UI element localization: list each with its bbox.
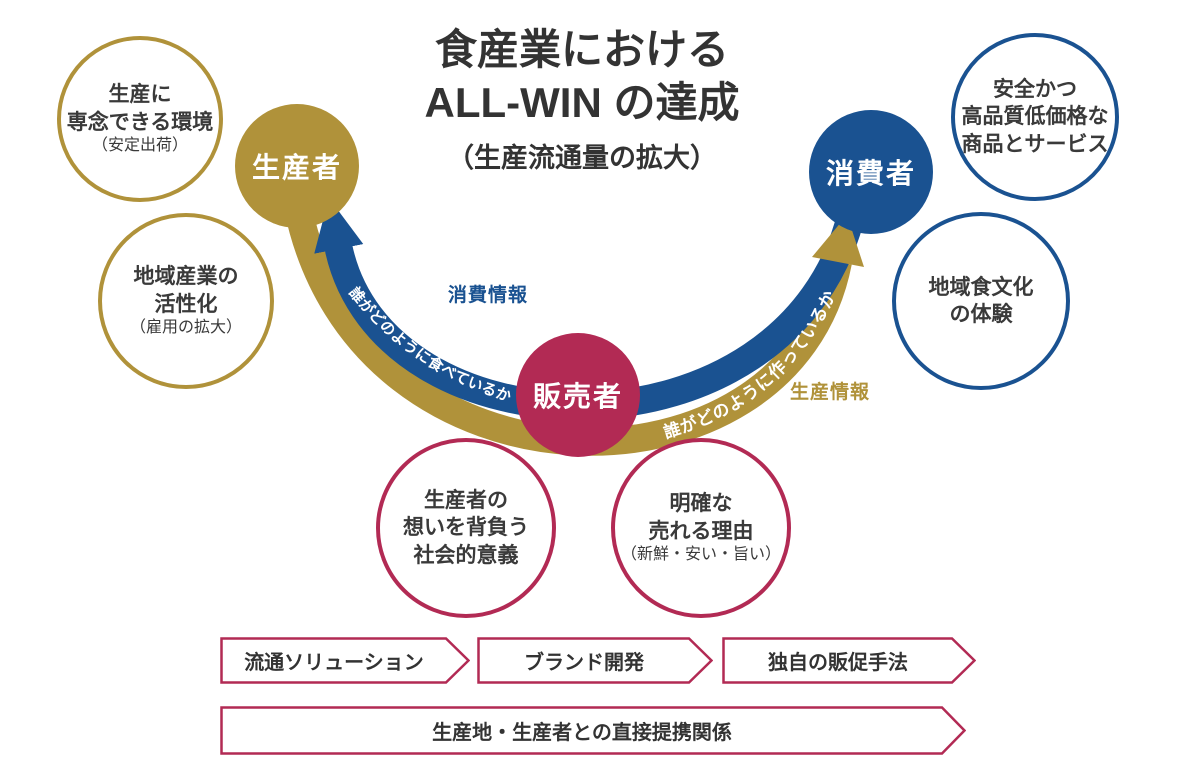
banner-distribution-solution: 流通ソリューション bbox=[220, 637, 470, 684]
benefit-line: 明確な bbox=[669, 492, 733, 516]
actor-circle-consumer: 消費者 bbox=[809, 110, 933, 234]
banner-arrow-shape bbox=[722, 637, 976, 684]
banner-arrow-shape bbox=[220, 706, 966, 755]
benefit-circle-producer-environment: 生産に 専念できる環境 （安定出荷） bbox=[57, 36, 223, 202]
benefit-line: 地域食文化 bbox=[928, 275, 1034, 299]
actor-circle-seller: 販売者 bbox=[516, 333, 640, 457]
title-line-1: 食産業における bbox=[434, 26, 729, 73]
benefit-line: 活性化 bbox=[154, 292, 218, 316]
benefit-line: 地域産業の bbox=[133, 265, 239, 289]
benefit-line: 生産に bbox=[108, 83, 172, 107]
benefit-note: （雇用の拡大） bbox=[129, 318, 242, 336]
benefit-line: 安全かつ bbox=[993, 78, 1077, 102]
consumer-info-label: 消費情報 bbox=[448, 285, 529, 306]
banner-arrow-shape bbox=[477, 637, 713, 684]
banner-arrow-shape bbox=[220, 637, 470, 684]
banner-label: 独自の販促手法 bbox=[768, 652, 908, 674]
production-info-label: 生産情報 bbox=[790, 382, 871, 403]
benefit-circle-selling-reason: 明確な 売れる理由 （新鮮・安い・旨い） bbox=[611, 438, 791, 618]
benefit-circle-consumer-quality: 安全かつ 高品質低価格な 商品とサービス bbox=[951, 33, 1119, 201]
benefit-line: 商品とサービス bbox=[961, 132, 1109, 156]
benefit-note: （新鮮・安い・旨い） bbox=[620, 545, 781, 563]
title-line-2: ALL-WIN の達成 bbox=[424, 78, 740, 126]
benefit-line: 売れる理由 bbox=[648, 519, 754, 543]
benefit-circle-regional-industry: 地域産業の 活性化 （雇用の拡大） bbox=[98, 213, 274, 389]
banner-label: 流通ソリューション bbox=[244, 652, 424, 674]
banner-direct-partnership: 生産地・生産者との直接提携関係 bbox=[220, 706, 966, 755]
benefit-note: （安定出荷） bbox=[91, 136, 188, 154]
banner-sales-promotion: 独自の販促手法 bbox=[722, 637, 976, 684]
banner-label: ブランド開発 bbox=[524, 652, 644, 674]
banner-label: 生産地・生産者との直接提携関係 bbox=[432, 722, 732, 744]
benefit-circle-food-culture: 地域食文化 の体験 bbox=[892, 212, 1070, 390]
benefit-line: の体験 bbox=[949, 303, 1013, 326]
benefit-line: 生産者の bbox=[424, 489, 508, 513]
benefit-line: 専念できる環境 bbox=[66, 110, 214, 134]
benefit-line: 社会的意義 bbox=[413, 543, 519, 567]
actor-label-producer: 生産者 bbox=[251, 152, 342, 183]
title-line-3: （生産流通量の拡大） bbox=[447, 142, 717, 173]
banner-brand-development: ブランド開発 bbox=[477, 637, 713, 684]
actor-label-seller: 販売者 bbox=[532, 381, 623, 412]
benefit-line: 高品質低価格な bbox=[961, 105, 1109, 129]
benefit-circle-seller-mission: 生産者の 想いを背負う 社会的意義 bbox=[376, 438, 556, 618]
diagram-title: 食産業における ALL-WIN の達成 （生産流通量の拡大） bbox=[300, 24, 864, 175]
actor-label-consumer: 消費者 bbox=[825, 158, 916, 189]
benefit-line: 想いを背負う bbox=[403, 516, 529, 540]
